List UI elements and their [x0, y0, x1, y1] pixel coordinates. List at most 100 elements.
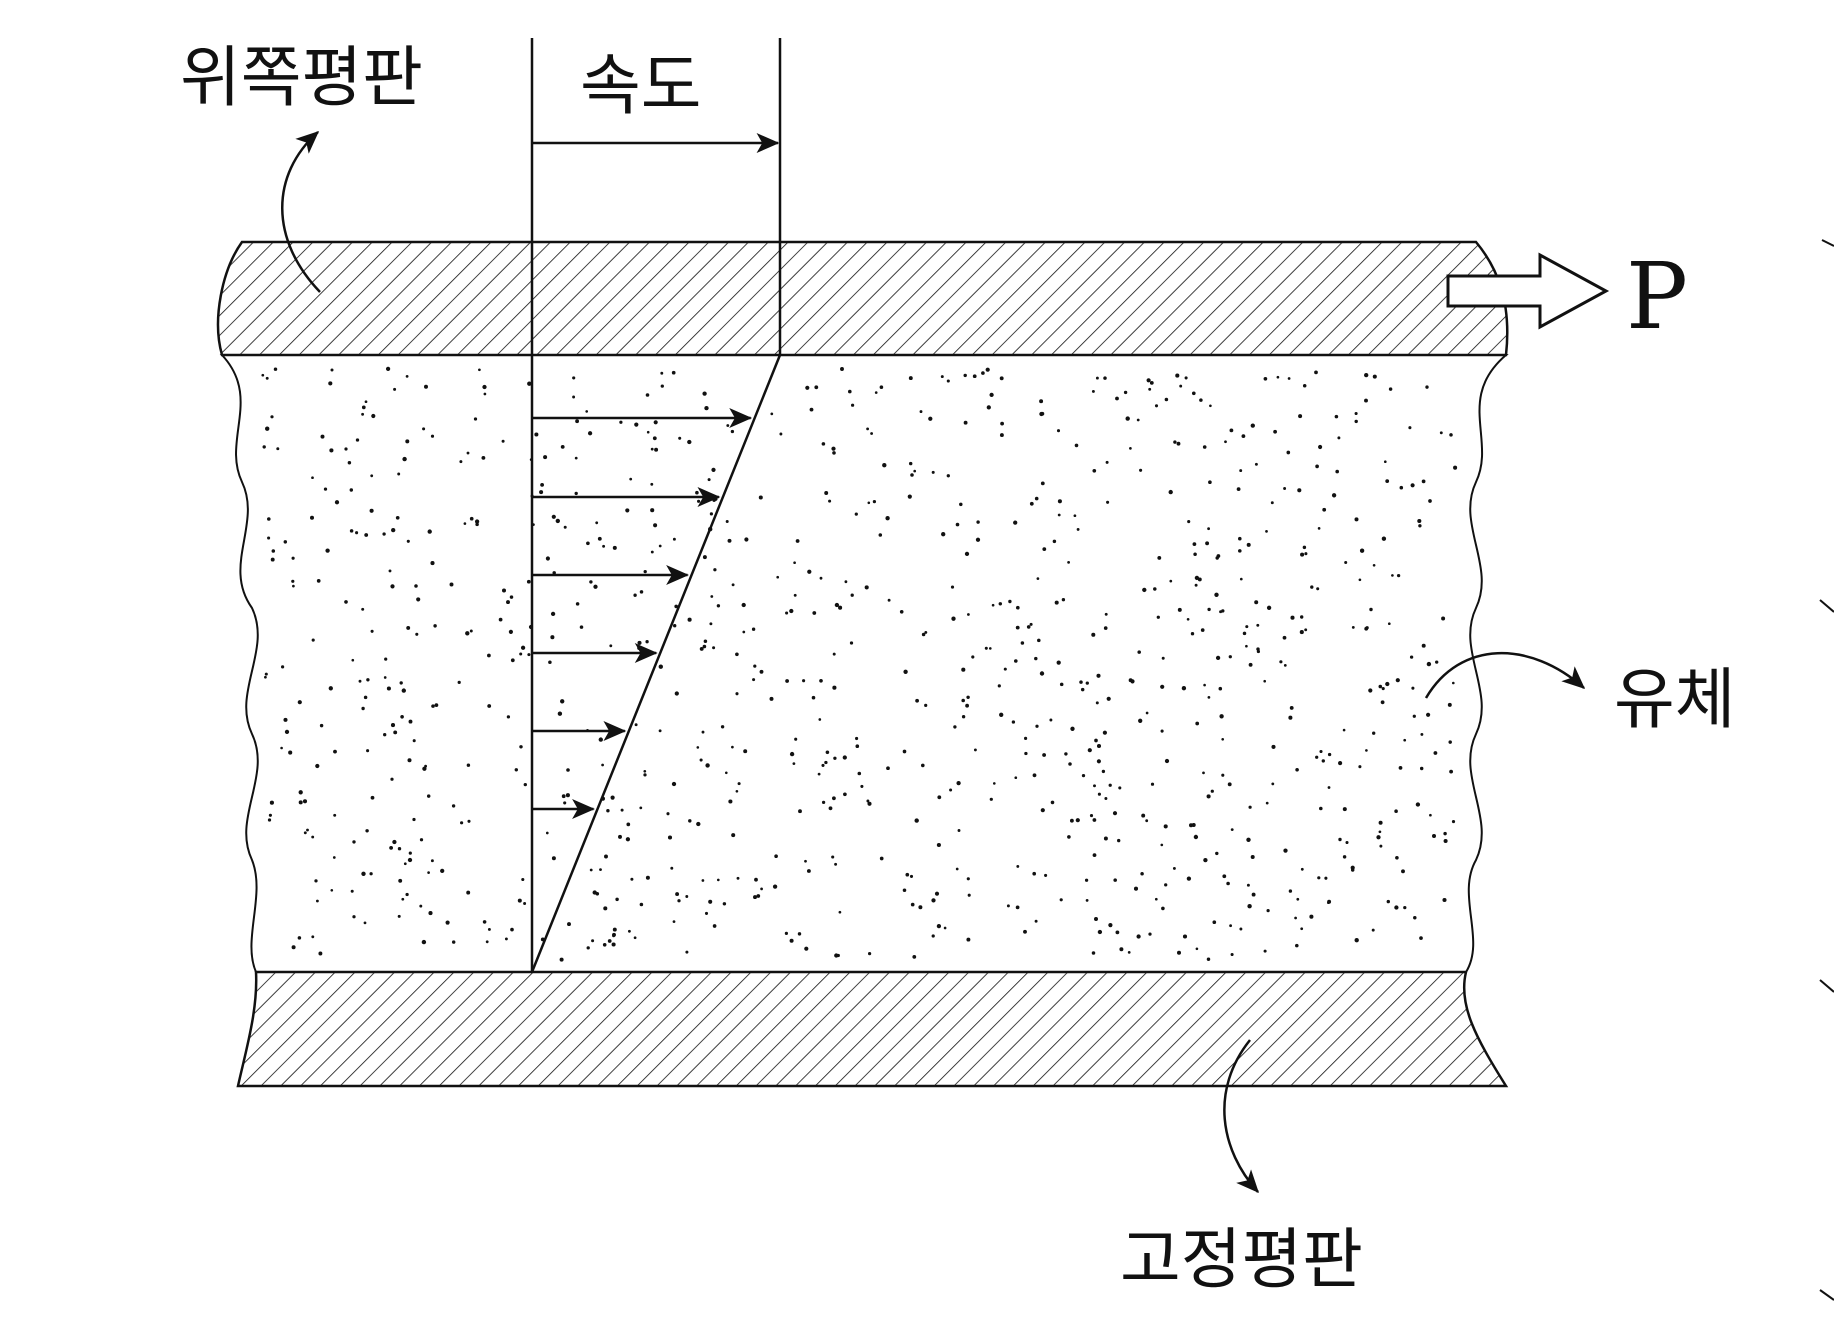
fluid-particle: [1101, 769, 1106, 774]
fluid-particle: [792, 762, 796, 765]
fluid-particle: [1186, 876, 1192, 881]
fluid-particle: [1429, 813, 1432, 817]
fluid-particle: [902, 888, 907, 892]
scan-edge-marks: [1819, 239, 1834, 1301]
fluid-particle: [1229, 924, 1232, 928]
fluid-particle: [967, 893, 971, 897]
fluid-particle: [1145, 711, 1149, 715]
fluid-particle: [519, 652, 523, 656]
fluid-particle: [950, 585, 955, 589]
fluid-particle: [988, 647, 992, 650]
fluid-particle: [347, 460, 352, 465]
fluid-particle: [971, 655, 975, 659]
fluid-particle: [1354, 411, 1358, 416]
fluid-particle: [961, 715, 966, 719]
fluid-particle: [430, 859, 434, 863]
fluid-particle: [946, 474, 950, 478]
fluid-particle: [1160, 729, 1164, 733]
fluid-particle: [406, 625, 411, 630]
fluid-particle: [291, 579, 295, 583]
fluid-particle: [1104, 612, 1108, 616]
fluid-particle: [658, 729, 662, 733]
fluid-particle: [702, 391, 707, 396]
fluid-particle: [587, 431, 593, 436]
fluid-particle: [1173, 440, 1177, 444]
fluid-particle: [798, 809, 802, 814]
fluid-particle: [915, 698, 919, 703]
fluid-particle: [1064, 752, 1068, 756]
fluid-particle: [481, 455, 486, 460]
fluid-particle: [352, 915, 356, 919]
fluid-particle: [1415, 802, 1421, 807]
upper-plate-label: 위쪽평판: [180, 39, 423, 116]
fluid-particle: [1245, 644, 1248, 648]
fluid-particle: [934, 891, 940, 896]
fluid-particle: [1175, 373, 1180, 378]
fluid-particle: [784, 931, 788, 935]
fluid-particle: [388, 569, 392, 573]
fluid-particle: [1160, 843, 1164, 847]
fluid-particle: [1106, 696, 1111, 701]
fluid-particle: [572, 376, 576, 380]
fluid-particle: [1149, 381, 1154, 385]
fluid-particle: [514, 768, 518, 772]
fluid-particle: [440, 868, 445, 874]
fluid-particle: [726, 424, 730, 427]
fluid-particle: [311, 476, 314, 480]
fluid-particle: [1265, 801, 1269, 805]
fluid-particle: [725, 520, 729, 523]
fluid-particle: [1319, 806, 1323, 811]
fluid-particle: [350, 889, 354, 893]
fluid-particle: [1296, 897, 1300, 901]
fluid-particle: [1103, 626, 1108, 630]
fluid-particle: [931, 470, 935, 474]
fluid-particle: [1136, 934, 1141, 939]
fluid-particle: [658, 664, 663, 669]
fluid-particle: [949, 788, 953, 792]
fluid-particle: [975, 537, 981, 542]
fluid-particle: [776, 575, 780, 579]
fluid-particle: [382, 532, 386, 536]
fluid-particle: [824, 760, 828, 765]
fluid-particle: [653, 420, 658, 425]
fluid-particle: [1283, 487, 1287, 490]
fluid-particle: [673, 624, 677, 628]
fluid-particle: [355, 531, 359, 535]
fluid-particle: [430, 434, 435, 438]
fluid-particle: [1411, 686, 1415, 690]
fluid-particle: [1032, 871, 1037, 876]
fluid-particle: [527, 653, 531, 657]
fluid-particle: [445, 920, 450, 925]
fluid-particle: [401, 897, 405, 901]
fluid-particle: [559, 957, 564, 962]
fluid-particle: [610, 795, 615, 800]
fluid-particle: [716, 604, 721, 608]
fluid-particle: [609, 644, 613, 648]
fluid-particle: [849, 641, 854, 645]
fluid-particle: [1193, 834, 1199, 840]
fluid-particle: [487, 704, 492, 708]
fluid-particle: [1449, 433, 1453, 437]
fluid-particle: [712, 498, 716, 502]
fluid-particle: [1023, 929, 1027, 934]
fluid-particle: [1163, 824, 1168, 829]
fluid-particle: [1251, 892, 1256, 897]
fluid-particle: [1421, 643, 1426, 648]
fluid-particle: [1250, 855, 1255, 859]
fluid-particle: [1383, 460, 1387, 464]
fluid-particle: [1224, 440, 1227, 444]
fluid-particle: [384, 657, 388, 661]
fluid-particle: [408, 719, 413, 724]
fluid-particle: [653, 523, 658, 528]
fluid-particle: [1288, 715, 1293, 720]
fluid-particle: [961, 698, 965, 703]
fluid-particle: [1327, 786, 1331, 789]
fluid-particle: [963, 420, 968, 425]
fluid-particle: [1297, 488, 1302, 493]
fluid-particle: [1014, 776, 1018, 780]
fluid-particle: [334, 500, 340, 505]
fluid-particle: [1020, 641, 1025, 645]
fluid-particle: [1161, 656, 1165, 660]
fluid-particle: [291, 556, 295, 560]
fluid-particle: [501, 439, 505, 443]
